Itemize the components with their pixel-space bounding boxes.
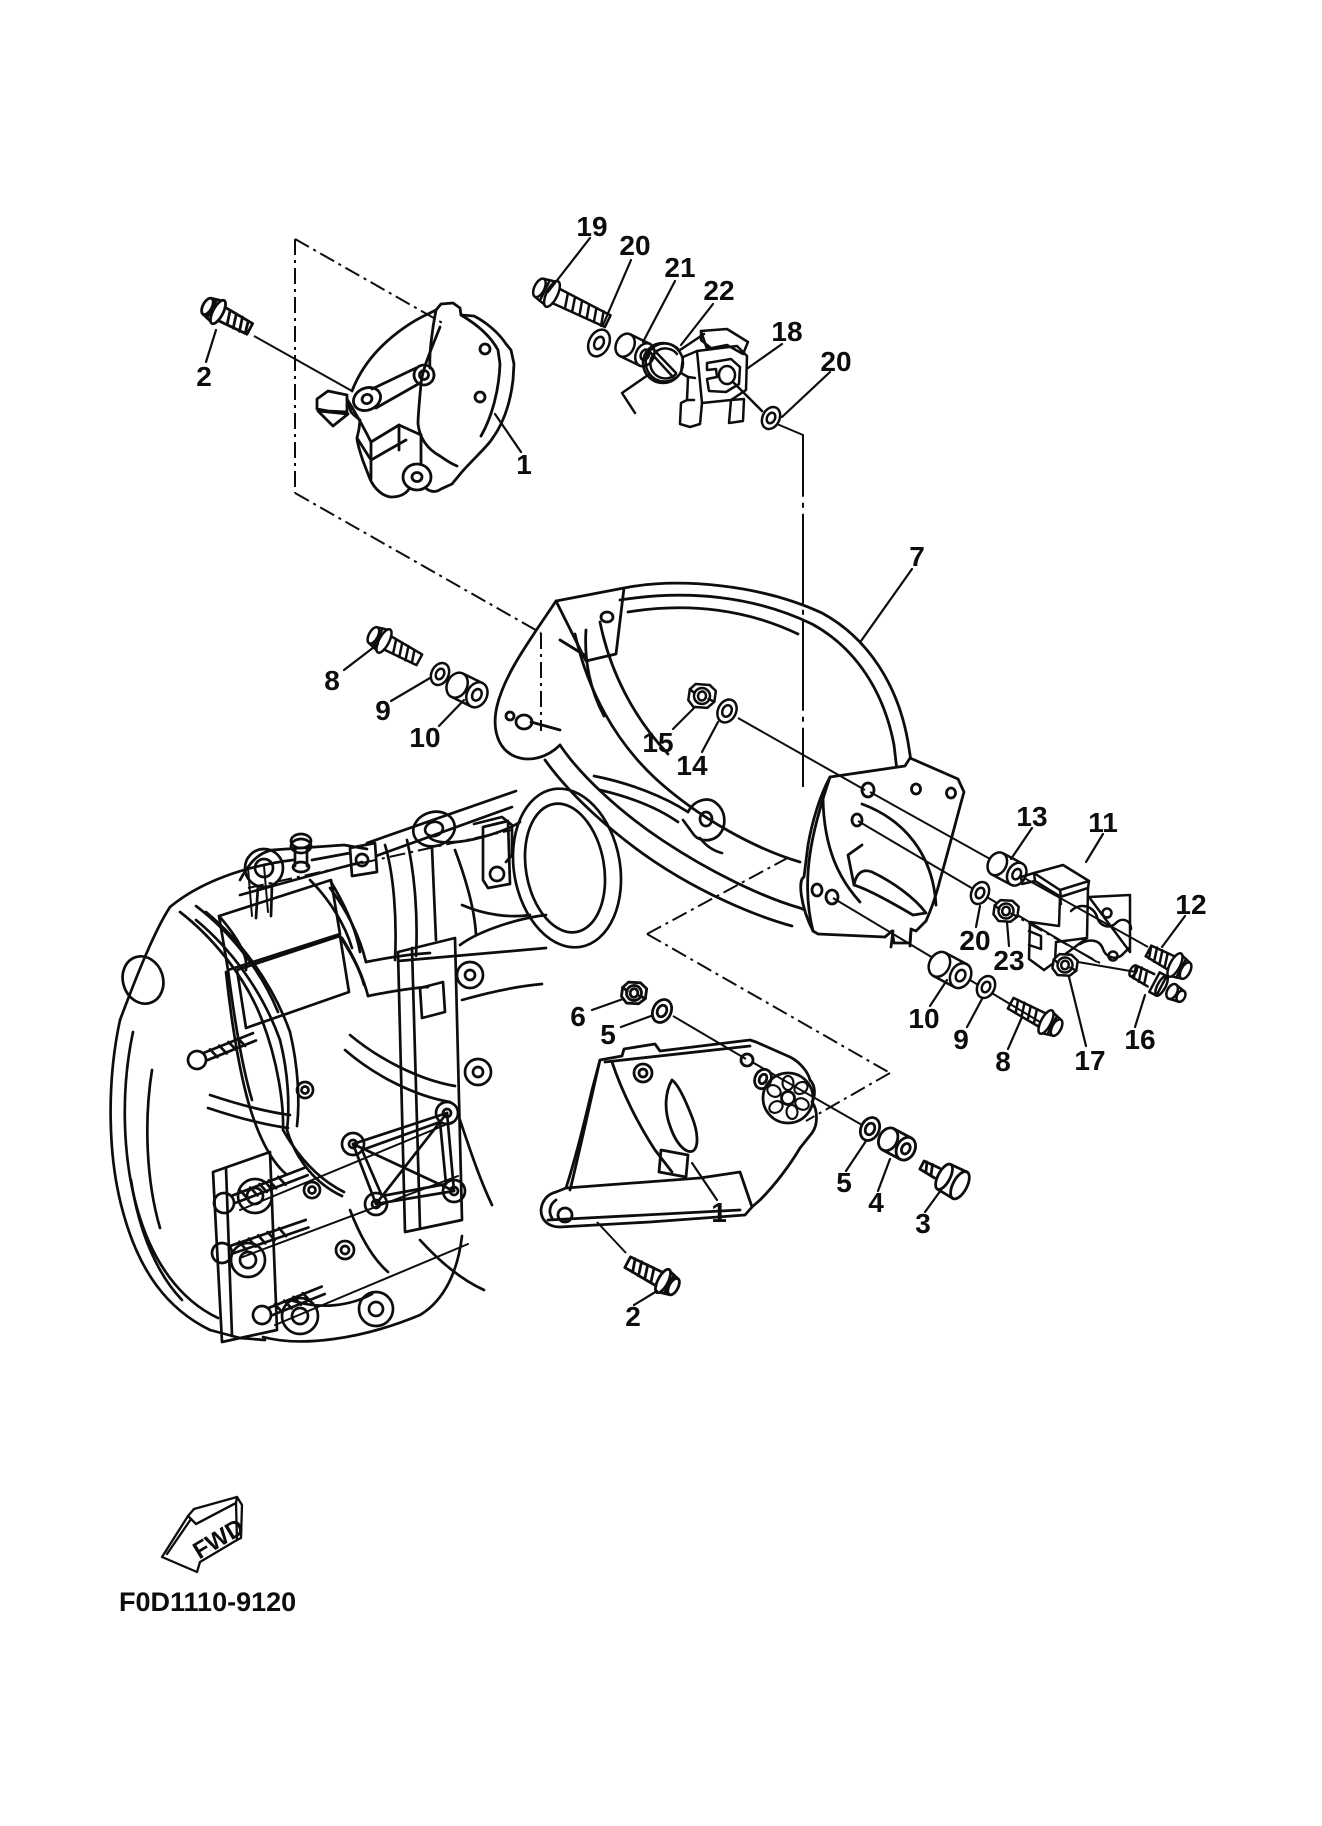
svg-text:12: 12 xyxy=(1175,889,1206,920)
svg-text:F0D1110-9120: F0D1110-9120 xyxy=(119,1587,296,1617)
svg-text:8: 8 xyxy=(324,665,340,696)
svg-text:15: 15 xyxy=(642,727,673,758)
svg-text:14: 14 xyxy=(676,750,708,781)
svg-text:1: 1 xyxy=(711,1197,727,1228)
svg-text:4: 4 xyxy=(868,1187,884,1218)
svg-text:20: 20 xyxy=(820,346,851,377)
svg-text:21: 21 xyxy=(664,252,695,283)
svg-text:19: 19 xyxy=(576,211,607,242)
svg-text:23: 23 xyxy=(993,945,1024,976)
svg-text:2: 2 xyxy=(625,1301,641,1332)
svg-text:20: 20 xyxy=(959,925,990,956)
svg-text:8: 8 xyxy=(995,1046,1011,1077)
svg-text:5: 5 xyxy=(836,1167,852,1198)
svg-text:20: 20 xyxy=(619,230,650,261)
svg-text:2: 2 xyxy=(196,361,212,392)
svg-text:10: 10 xyxy=(409,722,440,753)
svg-text:13: 13 xyxy=(1016,801,1047,832)
svg-text:9: 9 xyxy=(953,1024,969,1055)
svg-text:11: 11 xyxy=(1088,807,1118,838)
svg-text:17: 17 xyxy=(1074,1045,1105,1076)
svg-text:7: 7 xyxy=(909,541,925,572)
svg-text:6: 6 xyxy=(570,1001,586,1032)
svg-text:18: 18 xyxy=(771,316,802,347)
svg-text:16: 16 xyxy=(1124,1024,1155,1055)
svg-text:10: 10 xyxy=(908,1003,939,1034)
svg-text:1: 1 xyxy=(516,449,532,480)
svg-text:3: 3 xyxy=(915,1208,931,1239)
svg-text:9: 9 xyxy=(375,695,391,726)
svg-text:5: 5 xyxy=(600,1019,616,1050)
svg-text:22: 22 xyxy=(703,275,734,306)
